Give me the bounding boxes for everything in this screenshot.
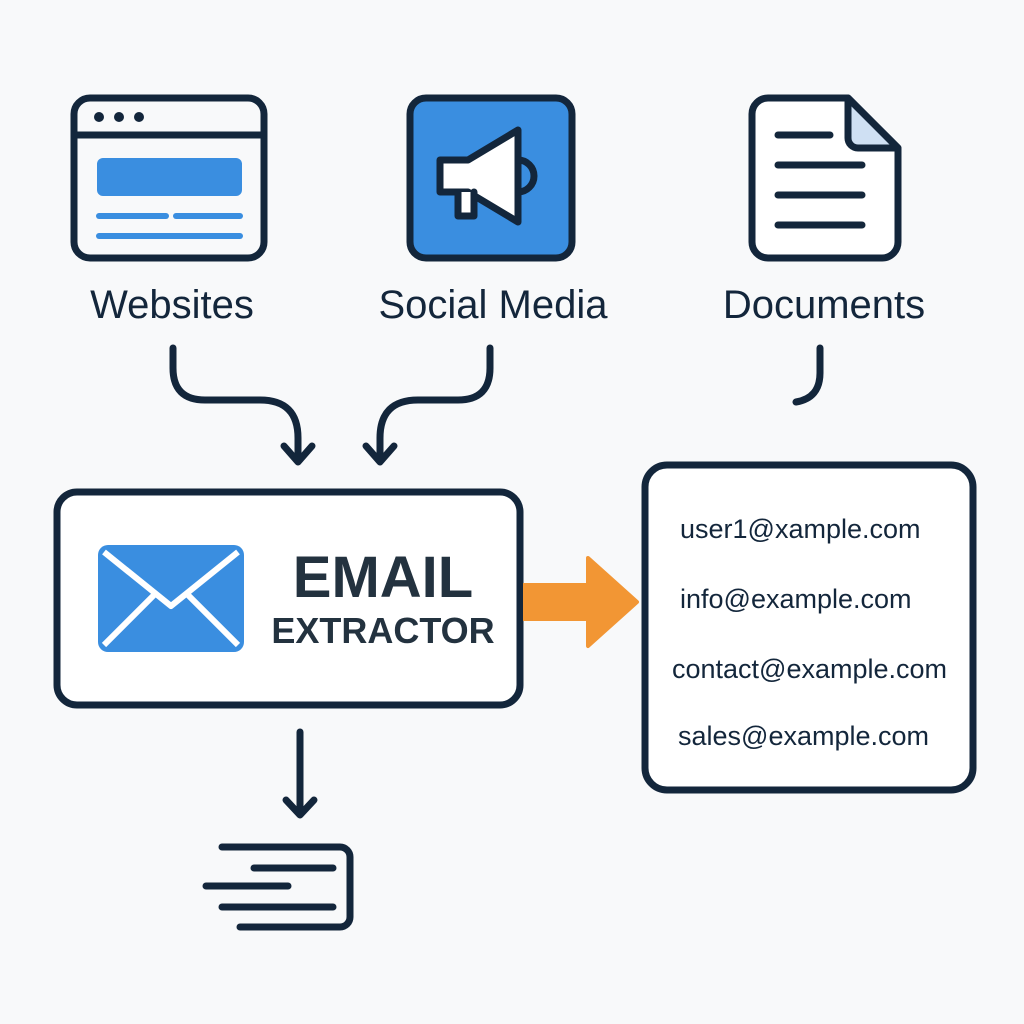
text-lines-icon <box>202 843 354 931</box>
arrow-social-to-extractor <box>376 344 494 464</box>
arrowhead-icon <box>280 442 316 466</box>
extracted-emails-box: user1@xample.com info@example.com contac… <box>641 461 977 794</box>
arrowhead-icon <box>362 442 398 466</box>
orange-arrow-icon <box>523 556 639 648</box>
source-label-documents: Documents <box>723 283 925 327</box>
source-label-websites: Websites <box>90 283 254 327</box>
email-item: user1@xample.com <box>680 514 921 544</box>
arrow-websites-to-extractor <box>169 344 302 464</box>
extractor-subtitle: EXTRACTOR <box>271 610 494 651</box>
document-icon <box>748 94 902 262</box>
arrowhead-icon <box>282 796 318 819</box>
email-extractor-box: EMAIL EXTRACTOR <box>53 488 524 709</box>
browser-window-icon <box>70 94 268 262</box>
email-item: sales@example.com <box>678 721 929 751</box>
arrow-documents-connector <box>792 344 824 406</box>
extractor-title: EMAIL <box>293 545 473 610</box>
email-item: contact@example.com <box>672 654 947 684</box>
email-item: info@example.com <box>680 584 912 614</box>
envelope-icon <box>98 545 244 652</box>
source-label-social-media: Social Media <box>378 283 608 327</box>
megaphone-icon <box>406 94 576 262</box>
